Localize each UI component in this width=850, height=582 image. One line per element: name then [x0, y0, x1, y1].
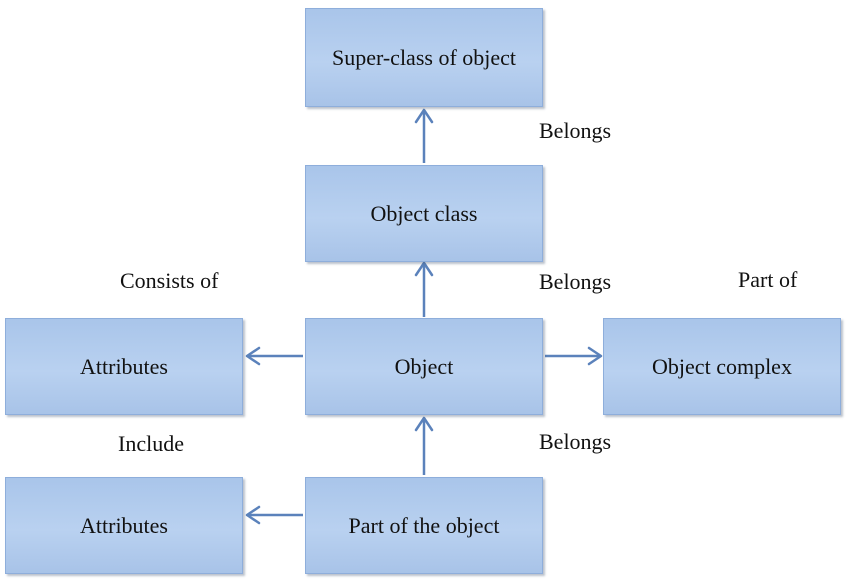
arrow-object-to-attributes — [245, 346, 303, 366]
edge-label-include: Include — [118, 431, 184, 456]
node-part-of-object-label: Part of the object — [348, 512, 500, 538]
edge-label-belongs-top: Belongs — [539, 118, 612, 143]
node-object-complex-label: Object complex — [652, 353, 792, 379]
arrow-part-to-attributes — [245, 505, 303, 525]
node-superclass: Super-class of object — [305, 8, 543, 107]
arrow-part-to-object — [414, 416, 434, 475]
node-attributes-top-label: Attributes — [80, 353, 168, 379]
edge-label-consists-of: Consists of — [120, 268, 219, 293]
arrow-object-to-objectclass — [414, 261, 434, 317]
node-superclass-label: Super-class of object — [331, 44, 517, 70]
node-object-class: Object class — [305, 165, 543, 262]
node-object: Object — [305, 318, 543, 415]
edge-label-belongs-middle: Belongs — [539, 269, 612, 294]
node-attributes-bottom: Attributes — [5, 477, 243, 574]
arrow-object-to-complex — [545, 346, 603, 366]
node-object-complex: Object complex — [603, 318, 841, 415]
edge-label-part-of: Part of — [738, 267, 798, 292]
node-attributes-bottom-label: Attributes — [80, 512, 168, 538]
node-object-class-label: Object class — [370, 200, 478, 226]
node-object-label: Object — [394, 353, 454, 379]
node-attributes-top: Attributes — [5, 318, 243, 415]
edge-label-belongs-bottom: Belongs — [539, 429, 612, 454]
node-part-of-object: Part of the object — [305, 477, 543, 574]
arrow-objectclass-to-superclass — [414, 108, 434, 163]
